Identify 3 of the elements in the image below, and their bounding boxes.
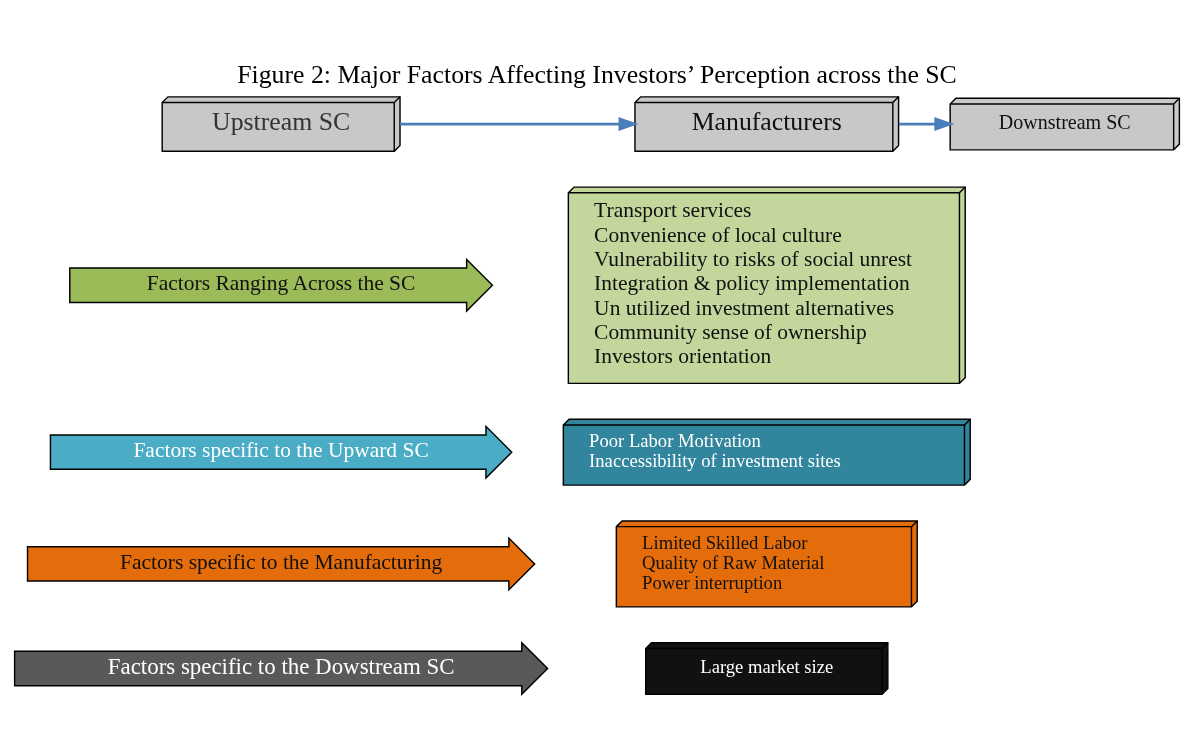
arrow [400, 117, 639, 132]
diagram-title: Figure 2: Major Factors Affecting Investors’ Perception across the SC [237, 60, 957, 90]
arrow [898, 117, 955, 132]
